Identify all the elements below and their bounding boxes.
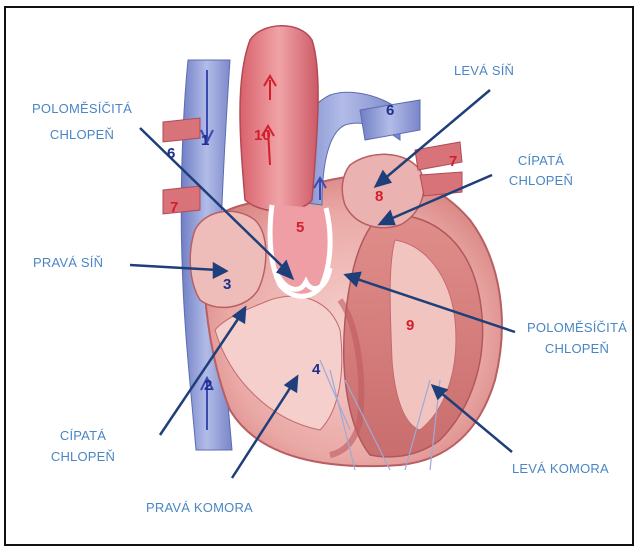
right-vessel-b (420, 172, 462, 196)
aorta (240, 26, 318, 212)
number-2: 2 (204, 377, 212, 394)
label-cuspid-left-line2: CHLOPEŇ (38, 449, 128, 464)
left-vessel-lower (163, 186, 200, 214)
number-6a: 6 (167, 145, 175, 162)
number-7a: 7 (170, 199, 178, 216)
label-left-ventricle: LEVÁ KOMORA (512, 461, 609, 476)
number-8: 8 (375, 188, 383, 205)
label-semilunar-right-line2: CHLOPEŇ (516, 341, 638, 356)
number-4: 4 (312, 361, 321, 378)
number-5: 5 (296, 219, 304, 236)
label-cuspid-right: CÍPATÁ CHLOPEŇ (496, 153, 586, 188)
left-vessel-upper (163, 118, 200, 142)
right-atrium (190, 211, 266, 307)
label-semilunar-left-line2: CHLOPEŇ (22, 127, 142, 142)
label-semilunar-right: POLOMĚSÍČITÁ CHLOPEŇ (516, 320, 638, 356)
label-cuspid-left: CÍPATÁ CHLOPEŇ (38, 428, 128, 464)
label-cuspid-left-line1: CÍPATÁ (38, 428, 128, 443)
number-1: 1 (201, 132, 209, 149)
label-cuspid-right-line1: CÍPATÁ (496, 153, 586, 168)
label-semilunar-left: POLOMĚSÍČITÁ CHLOPEŇ (22, 101, 142, 142)
number-7b: 7 (449, 153, 457, 170)
number-10: 10 (254, 127, 271, 144)
label-semilunar-right-line1: POLOMĚSÍČITÁ (516, 320, 638, 335)
label-right-ventricle: PRAVÁ KOMORA (146, 500, 253, 515)
number-9: 9 (406, 317, 414, 334)
label-right-atrium: PRAVÁ SÍŇ (33, 255, 103, 270)
number-3: 3 (223, 276, 231, 293)
label-left-atrium: LEVÁ SÍŇ (454, 63, 514, 78)
label-cuspid-right-line2: CHLOPEŇ (496, 173, 586, 188)
label-semilunar-left-line1: POLOMĚSÍČITÁ (22, 101, 142, 116)
number-6b: 6 (386, 102, 394, 119)
